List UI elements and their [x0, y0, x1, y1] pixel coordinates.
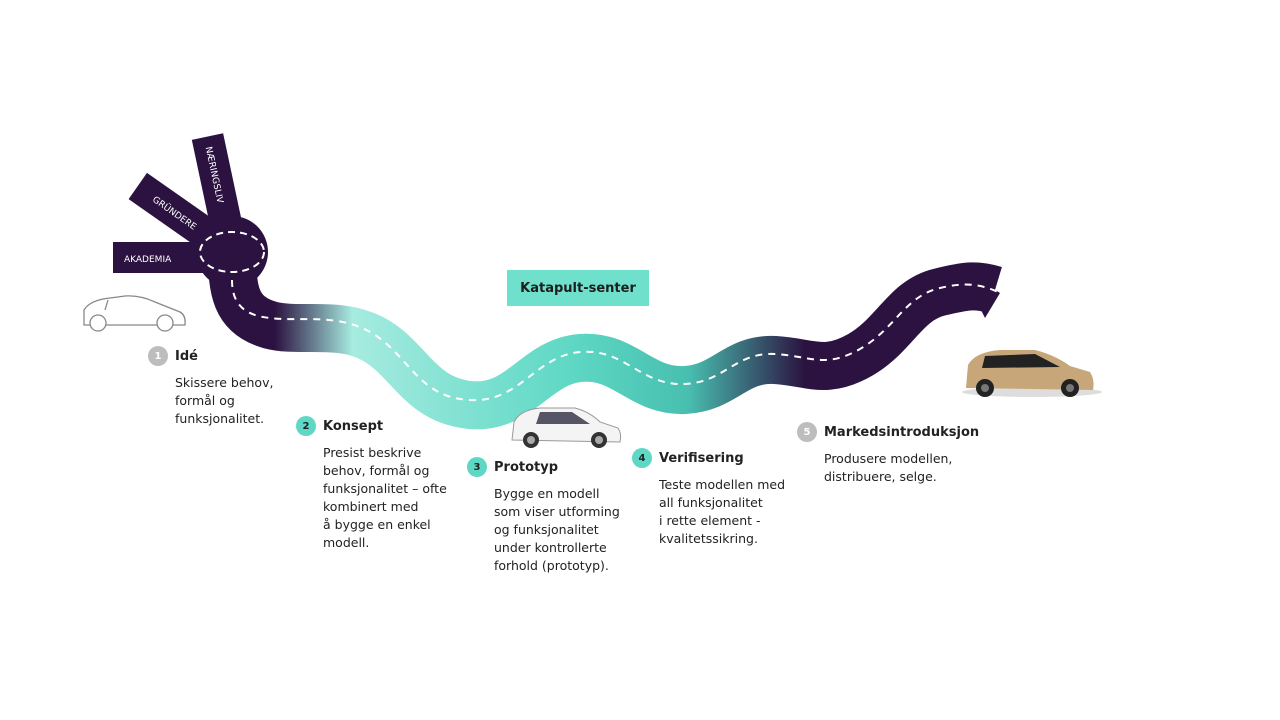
- arrow-head: [960, 268, 1000, 318]
- step-3: 3 Prototyp Bygge en modell som viser utfo…: [467, 457, 620, 575]
- step-5: 5 Markedsintroduksjon Produsere modellen,…: [797, 422, 979, 486]
- step-title: Verifisering: [659, 450, 744, 466]
- step-number-badge: 4: [632, 448, 652, 468]
- car-outline-icon: [83, 295, 186, 332]
- step-number-badge: 2: [296, 416, 316, 436]
- step-number-badge: 5: [797, 422, 817, 442]
- step-description: Teste modellen med all funksjonalitet i …: [659, 477, 786, 546]
- step-number-badge: 1: [148, 346, 168, 366]
- step-description: Produsere modellen, distribuere, selge.: [824, 451, 953, 484]
- step-title: Idé: [175, 348, 198, 364]
- step-description: Presist beskrive behov, formål og funksj…: [323, 445, 447, 550]
- roundabout: [196, 216, 268, 288]
- step-4: 4 Verifisering Teste modellen med all fun…: [632, 448, 785, 548]
- step-1: 1 Idé Skissere behov, formål og funksjona…: [148, 346, 273, 428]
- car-final-icon: [962, 350, 1102, 397]
- step-title: Markedsintroduksjon: [824, 424, 980, 440]
- road: [208, 251, 1002, 430]
- step-description: Bygge en modell som viser utforming og f…: [494, 486, 620, 573]
- step-title: Prototyp: [494, 459, 559, 475]
- road-center-line: [231, 279, 999, 402]
- step-description: Skissere behov, formål og funksjonalitet…: [175, 375, 274, 426]
- car-prototype-icon: [511, 407, 622, 448]
- svg-text:AKADEMIA: AKADEMIA: [124, 255, 172, 265]
- roundabout-dashes: [199, 231, 265, 273]
- katapult-senter-label: Katapult-senter: [507, 270, 649, 306]
- step-number-badge: 3: [467, 457, 487, 477]
- step-title: Konsept: [323, 418, 384, 434]
- step-2: 2 Konsept Presist beskrive behov, formål …: [296, 416, 447, 552]
